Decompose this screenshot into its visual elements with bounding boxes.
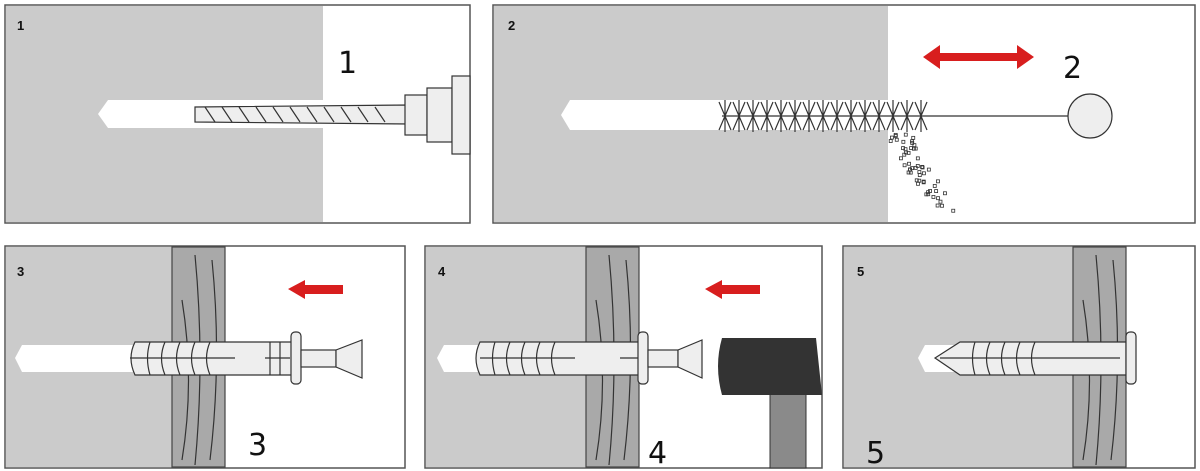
step-4-panel: 4 4 — [424, 245, 823, 471]
step-2-small-label: 2 — [508, 18, 515, 33]
hammer-icon — [718, 338, 822, 469]
insert-dowel-icon — [130, 331, 363, 385]
step-2-panel: 2 2 — [492, 4, 1196, 224]
left-arrow-icon — [288, 280, 343, 299]
step-4-big-label: 4 — [648, 436, 667, 471]
step-1-big-label: 1 — [338, 46, 357, 81]
step-5-big-label: 5 — [866, 436, 885, 471]
double-arrow-icon — [923, 45, 1034, 69]
step-1-small-label: 1 — [17, 18, 24, 33]
step-1-panel: 1 1 — [4, 4, 471, 224]
left-arrow-icon — [705, 280, 760, 299]
fixed-dowel-icon — [933, 331, 1137, 385]
dust-particles — [888, 132, 956, 213]
dowel-in-board — [475, 331, 703, 385]
step-4-small-label: 4 — [438, 264, 446, 279]
brush-icon — [718, 93, 1113, 139]
step-3-big-label: 3 — [248, 428, 267, 463]
step-5-small-label: 5 — [857, 264, 864, 279]
drill-icon — [194, 75, 471, 155]
step-5-panel: 5 5 — [842, 245, 1196, 471]
step-2-big-label: 2 — [1063, 51, 1082, 86]
step-3-panel: 3 3 — [4, 245, 406, 469]
step-3-small-label: 3 — [17, 264, 24, 279]
